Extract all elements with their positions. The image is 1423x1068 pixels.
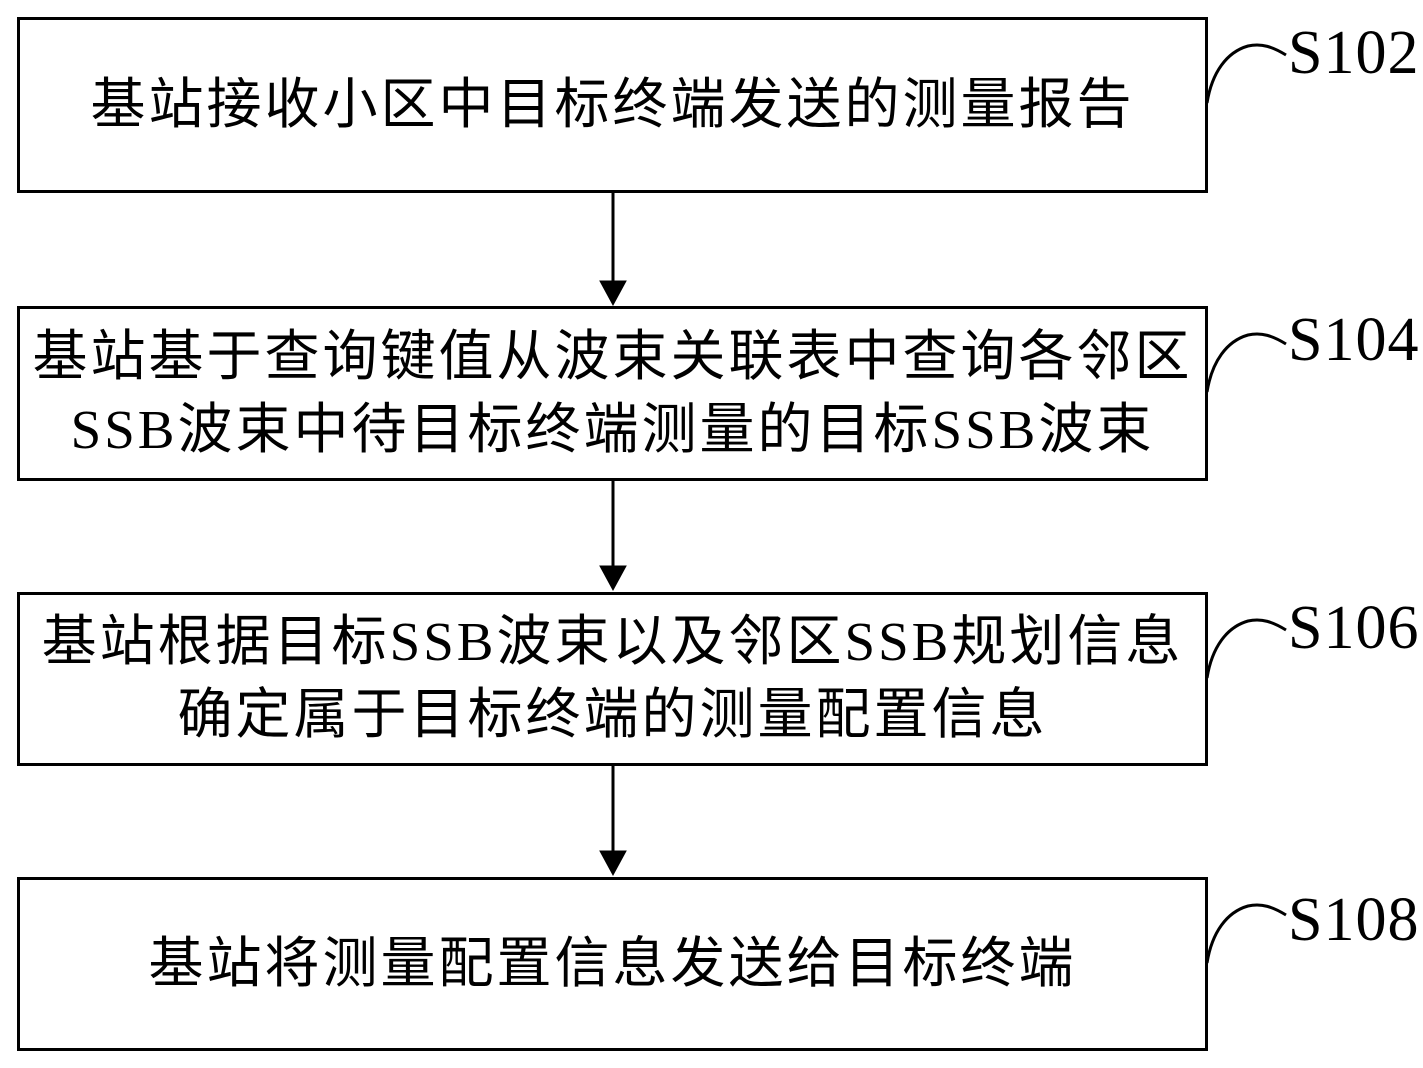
step-text-line: SSB波束中待目标终端测量的目标SSB波束 [70,398,1155,460]
flow-arrow [599,193,627,307]
step-label-s106: S106 [1288,594,1420,662]
step-label-s104: S104 [1288,306,1420,374]
leader-curve [1205,332,1287,393]
flow-step-box-1: 基站接收小区中目标终端发送的测量报告 [17,17,1208,193]
leader-curve [1205,618,1287,679]
leader-curve [1205,903,1287,964]
step-text-line: 基站接收小区中目标终端发送的测量报告 [90,73,1135,135]
flow-arrow [599,766,627,877]
step-label-s108: S108 [1288,886,1420,954]
arrow-head-icon [599,565,627,592]
step-text-line: 基站将测量配置信息发送给目标终端 [148,932,1077,994]
step-text-line: 基站根据目标SSB波束以及邻区SSB规划信息 [41,611,1184,673]
arrow-head-icon [599,280,627,307]
flow-step-box-3: 基站根据目标SSB波束以及邻区SSB规划信息 确定属于目标终端的测量配置信息 [17,592,1208,766]
step-text-line: 基站基于查询键值从波束关联表中查询各邻区 [32,325,1193,387]
flow-step-box-4: 基站将测量配置信息发送给目标终端 [17,877,1208,1051]
arrow-head-icon [599,850,627,877]
leader-curve [1205,43,1287,104]
step-label-s102: S102 [1288,19,1420,87]
step-text-line: 确定属于目标终端的测量配置信息 [177,684,1048,745]
flow-arrow [599,481,627,592]
flow-step-box-2: 基站基于查询键值从波束关联表中查询各邻区 SSB波束中待目标终端测量的目标SSB… [17,306,1208,481]
